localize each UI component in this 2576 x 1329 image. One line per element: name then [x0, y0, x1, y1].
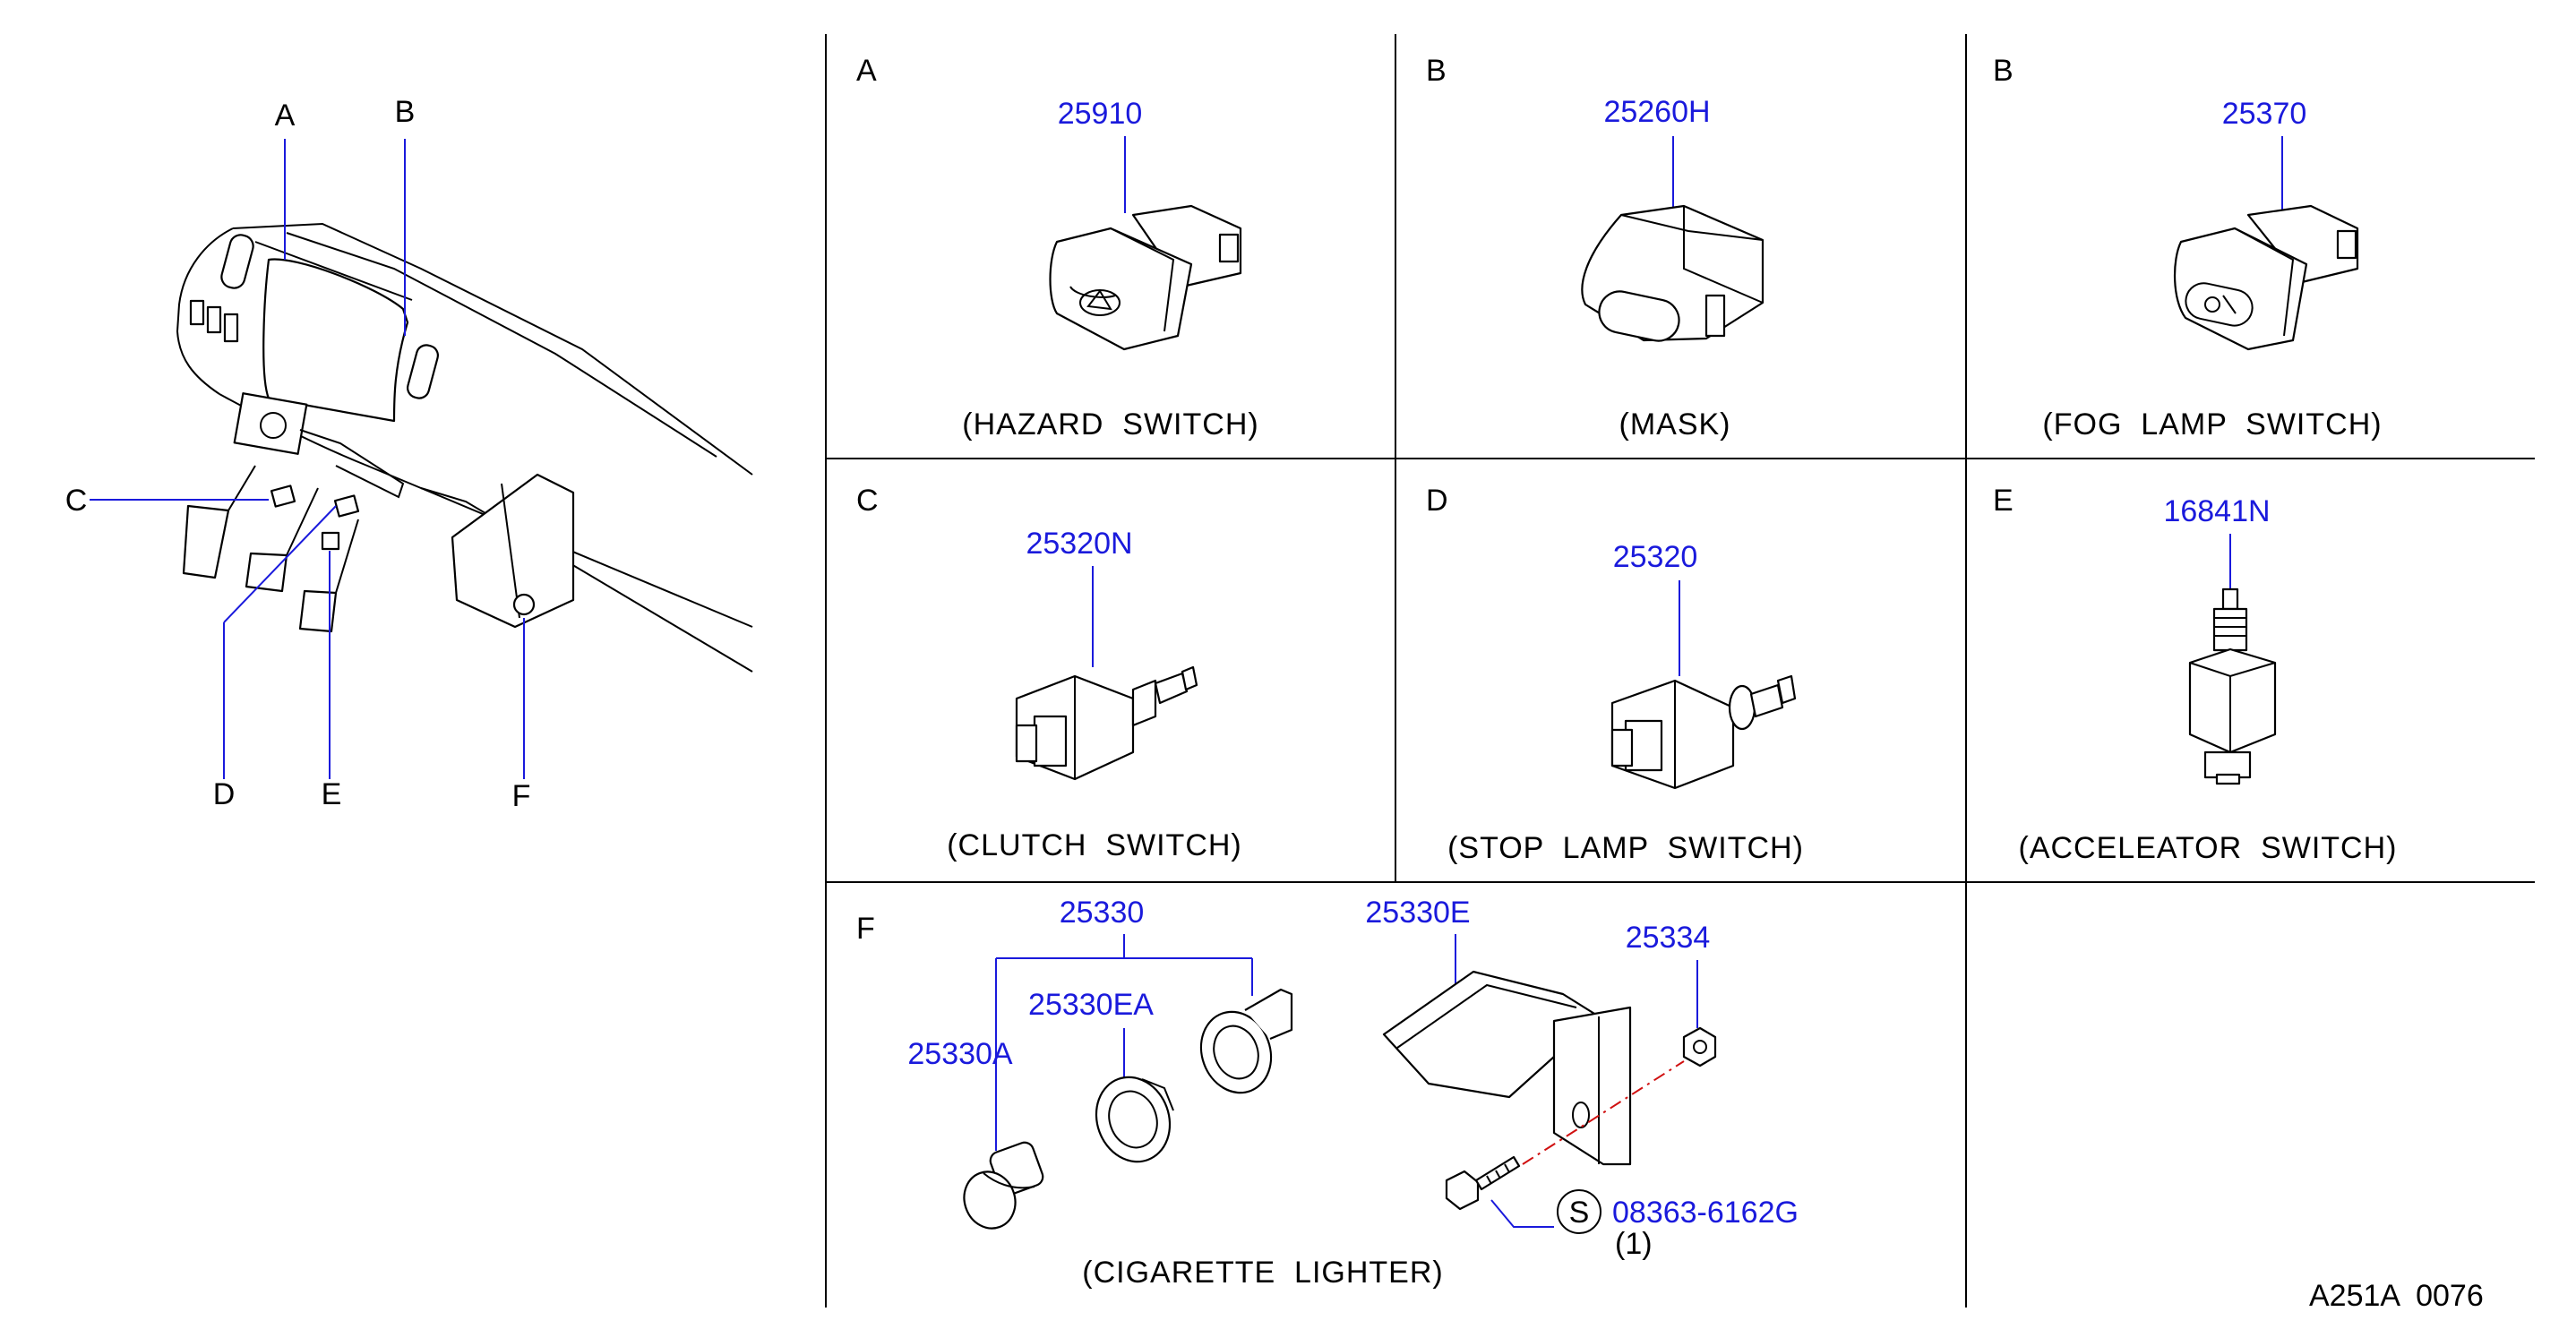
diagram-code: A251A 0076 [2309, 1279, 2484, 1313]
lighter-knob-icon [963, 1141, 1044, 1230]
panel-letter: B [1993, 54, 2014, 88]
panel-caption: (FOG LAMP SWITCH) [2042, 407, 2382, 442]
panel-caption: (CLUTCH SWITCH) [947, 828, 1242, 862]
part-number-25910: 25910 [1058, 97, 1143, 131]
panel-accelerator-switch: E 16841N (ACCELEATOR SWITCH) [1993, 484, 2398, 865]
part-number-25330a: 25330A [907, 1037, 1013, 1071]
stop-lamp-switch-icon [1610, 674, 1797, 790]
panel-stop-lamp-switch: D 25320 (STOP LAMP SWITCH) [1426, 484, 1804, 865]
panel-grid [825, 34, 2535, 1308]
callout-c: C [65, 484, 88, 518]
panel-clutch-switch: C 25320N (CLUTCH SWITCH) [856, 484, 1242, 862]
part-number-25334: 25334 [1626, 921, 1711, 955]
fog-lamp-switch-icon [2174, 204, 2359, 351]
part-number-25370: 25370 [2222, 97, 2307, 131]
clutch-switch-icon [1015, 665, 1198, 781]
part-number-25320n: 25320N [1026, 527, 1132, 561]
callout-f: F [512, 779, 531, 813]
panel-caption: (ACCELEATOR SWITCH) [2019, 831, 2398, 865]
panel-letter: A [856, 54, 877, 88]
lighter-socket-icon [1199, 988, 1293, 1094]
nut-icon [1682, 1026, 1717, 1067]
panel-caption: (MASK) [1619, 407, 1731, 442]
panel-caption: (CIGARETTE LIGHTER) [1082, 1256, 1443, 1290]
screw-icon [1445, 1155, 1521, 1211]
part-number-25330ea: 25330EA [1028, 988, 1154, 1022]
panel-mask: B 25260H (MASK) [1426, 54, 1765, 442]
dashboard-overview: A B C D E F [65, 95, 753, 813]
part-number-25330: 25330 [1060, 896, 1145, 930]
panel-letter: E [1993, 484, 2014, 518]
lighter-bracket-icon [1382, 970, 1632, 1166]
part-number-25260h: 25260H [1603, 95, 1710, 129]
screw-symbol: S [1569, 1196, 1590, 1230]
panel-letter: C [856, 484, 879, 518]
callout-e: E [322, 777, 342, 811]
lighter-ring-icon [1095, 1076, 1174, 1163]
screw-symbol-circle [1557, 1189, 1601, 1234]
panel-letter: D [1426, 484, 1448, 518]
mask-icon [1581, 204, 1765, 342]
screw-quantity: (1) [1615, 1227, 1653, 1261]
hazard-switch-icon [1049, 204, 1242, 351]
panel-hazard-switch: A 25910 (HAZARD SWITCH) [856, 54, 1258, 442]
panel-fog-lamp-switch: B 25370 (FOG LAMP SWITCH) [1993, 54, 2382, 442]
callout-a: A [275, 99, 296, 133]
panel-letter: F [856, 912, 875, 946]
panel-letter: B [1426, 54, 1447, 88]
panel-cigarette-lighter: F 25330 25330A 25330EA 25330E [856, 896, 1799, 1290]
callout-b: B [395, 95, 416, 129]
accelerator-switch-icon [2188, 587, 2277, 785]
part-number-08363-6162g: 08363-6162G [1612, 1196, 1799, 1230]
panel-caption: (HAZARD SWITCH) [962, 407, 1258, 442]
panel-caption: (STOP LAMP SWITCH) [1447, 831, 1804, 865]
part-number-25330e: 25330E [1365, 896, 1470, 930]
callout-d: D [213, 777, 236, 811]
part-number-16841n: 16841N [2163, 494, 2270, 528]
part-number-25320: 25320 [1613, 540, 1698, 574]
